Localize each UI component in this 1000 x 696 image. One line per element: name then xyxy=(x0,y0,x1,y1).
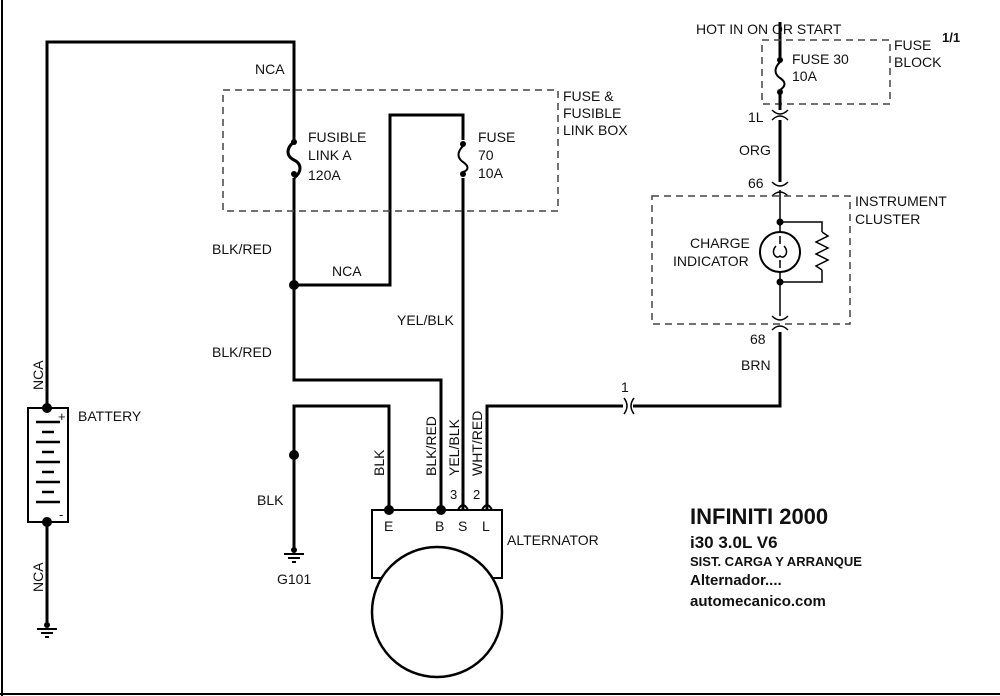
fuse-block-box xyxy=(761,39,891,105)
connector-66-label: 66 xyxy=(748,175,764,191)
wire-brn-label: BRN xyxy=(741,357,771,373)
wire-blk-red-upper-label: BLK/RED xyxy=(212,241,272,257)
wire-blk-ground-label: BLK xyxy=(257,492,284,508)
wire-v-yel-blk-label: YEL/BLK xyxy=(446,419,462,476)
instrument-cluster-label-1: INSTRUMENT xyxy=(855,193,947,209)
connector-1-label: 1 xyxy=(621,379,629,395)
alternator-terminal-connectors xyxy=(457,504,493,511)
fusible-link-icon xyxy=(286,135,302,180)
instrument-cluster-box xyxy=(651,195,851,325)
fuse-70-icon xyxy=(457,141,469,177)
connector-1l-label: 1L xyxy=(748,109,764,125)
wire-blk-ground xyxy=(292,404,391,548)
alternator-pin-2-label: 2 xyxy=(473,487,480,502)
wire-v-blk-label: BLK xyxy=(371,449,387,476)
splice-dot xyxy=(289,450,299,460)
fuse-link-box-label-1: FUSE & xyxy=(563,88,614,104)
alternator-terminal-b: B xyxy=(435,518,444,534)
connector-1-icon xyxy=(623,397,635,415)
fuse-30-label-1: FUSE 30 xyxy=(792,51,849,67)
fuse-70-label-3: 10A xyxy=(478,165,504,181)
splices xyxy=(42,280,446,527)
wire-blk-red-lower-label: BLK/RED xyxy=(212,344,272,360)
wire-nca-fuse70 xyxy=(294,113,465,287)
connector-66-icon xyxy=(771,181,789,222)
battery-icon xyxy=(27,407,69,523)
resistor-icon xyxy=(780,221,830,283)
wire-brn xyxy=(633,332,782,408)
instrument-cluster-label-2: CLUSTER xyxy=(855,211,920,227)
wires xyxy=(45,22,782,625)
wire-nca-top-label: NCA xyxy=(255,61,285,77)
alternator-label: ALTERNATOR xyxy=(507,532,599,548)
connector-68-label: 68 xyxy=(750,331,766,347)
fuse-block-label-1: FUSE xyxy=(894,37,931,53)
wire-v-blk-red-label: BLK/RED xyxy=(423,416,439,476)
info-website: automecanico.com xyxy=(690,593,826,610)
alternator-terminal-s: S xyxy=(458,518,467,534)
wire-org-label: ORG xyxy=(739,142,771,158)
connector-1l-icon xyxy=(771,109,789,121)
wire-wht-red xyxy=(485,404,623,510)
wire-v-wht-red-label: WHT/RED xyxy=(469,411,485,476)
alternator-icon xyxy=(370,509,504,679)
fuse-70-label-1: FUSE xyxy=(478,129,515,145)
page-ref: 1/1 xyxy=(942,30,960,45)
wire-nca-top xyxy=(45,40,296,408)
info-system: SIST. CARGA Y ARRANQUE xyxy=(690,554,862,569)
fuse-30-icon xyxy=(774,50,786,105)
battery-minus-label: - xyxy=(59,507,63,522)
fuse-link-box-label-3: LINK BOX xyxy=(563,122,628,138)
alternator-pin-3-label: 3 xyxy=(450,487,457,502)
wire-nca-battery-bottom-label: NCA xyxy=(30,562,46,592)
fusible-link-label-1: FUSIBLE xyxy=(308,129,366,145)
info-model: i30 3.0L V6 xyxy=(690,533,778,552)
battery-label: BATTERY xyxy=(78,408,142,424)
wire-nca-battery-top-label: NCA xyxy=(30,360,46,390)
ground-icon xyxy=(284,547,304,563)
connector-68-icon xyxy=(771,315,789,331)
wire-yel-blk-label: YEL/BLK xyxy=(397,312,454,328)
info-title: INFINITI 2000 xyxy=(690,504,828,529)
hot-label: HOT IN ON OR START xyxy=(696,21,842,37)
charge-indicator-lamp-icon xyxy=(759,218,801,316)
wire-blk-red-main xyxy=(292,178,443,510)
fusible-link-label-2: LINK A xyxy=(308,147,352,163)
ground-g101-label: G101 xyxy=(277,571,311,587)
battery-ground-icon xyxy=(37,622,57,638)
fusible-link-label-3: 120A xyxy=(308,167,341,183)
fuse-30-label-2: 10A xyxy=(792,68,818,84)
battery-plus-label: + xyxy=(58,409,66,424)
alternator-terminal-e: E xyxy=(384,518,393,534)
fuse-block-label-2: BLOCK xyxy=(894,54,942,70)
wire-nca-mid-label: NCA xyxy=(332,263,362,279)
alternator-terminal-l: L xyxy=(482,518,490,534)
splice-dot xyxy=(289,280,299,290)
fuse-link-box-label-2: FUSIBLE xyxy=(563,105,621,121)
charge-indicator-label-2: INDICATOR xyxy=(673,253,749,269)
charge-indicator-label-1: CHARGE xyxy=(690,235,750,251)
fuse-70-label-2: 70 xyxy=(478,147,494,163)
info-component: Alternador.... xyxy=(690,572,782,589)
